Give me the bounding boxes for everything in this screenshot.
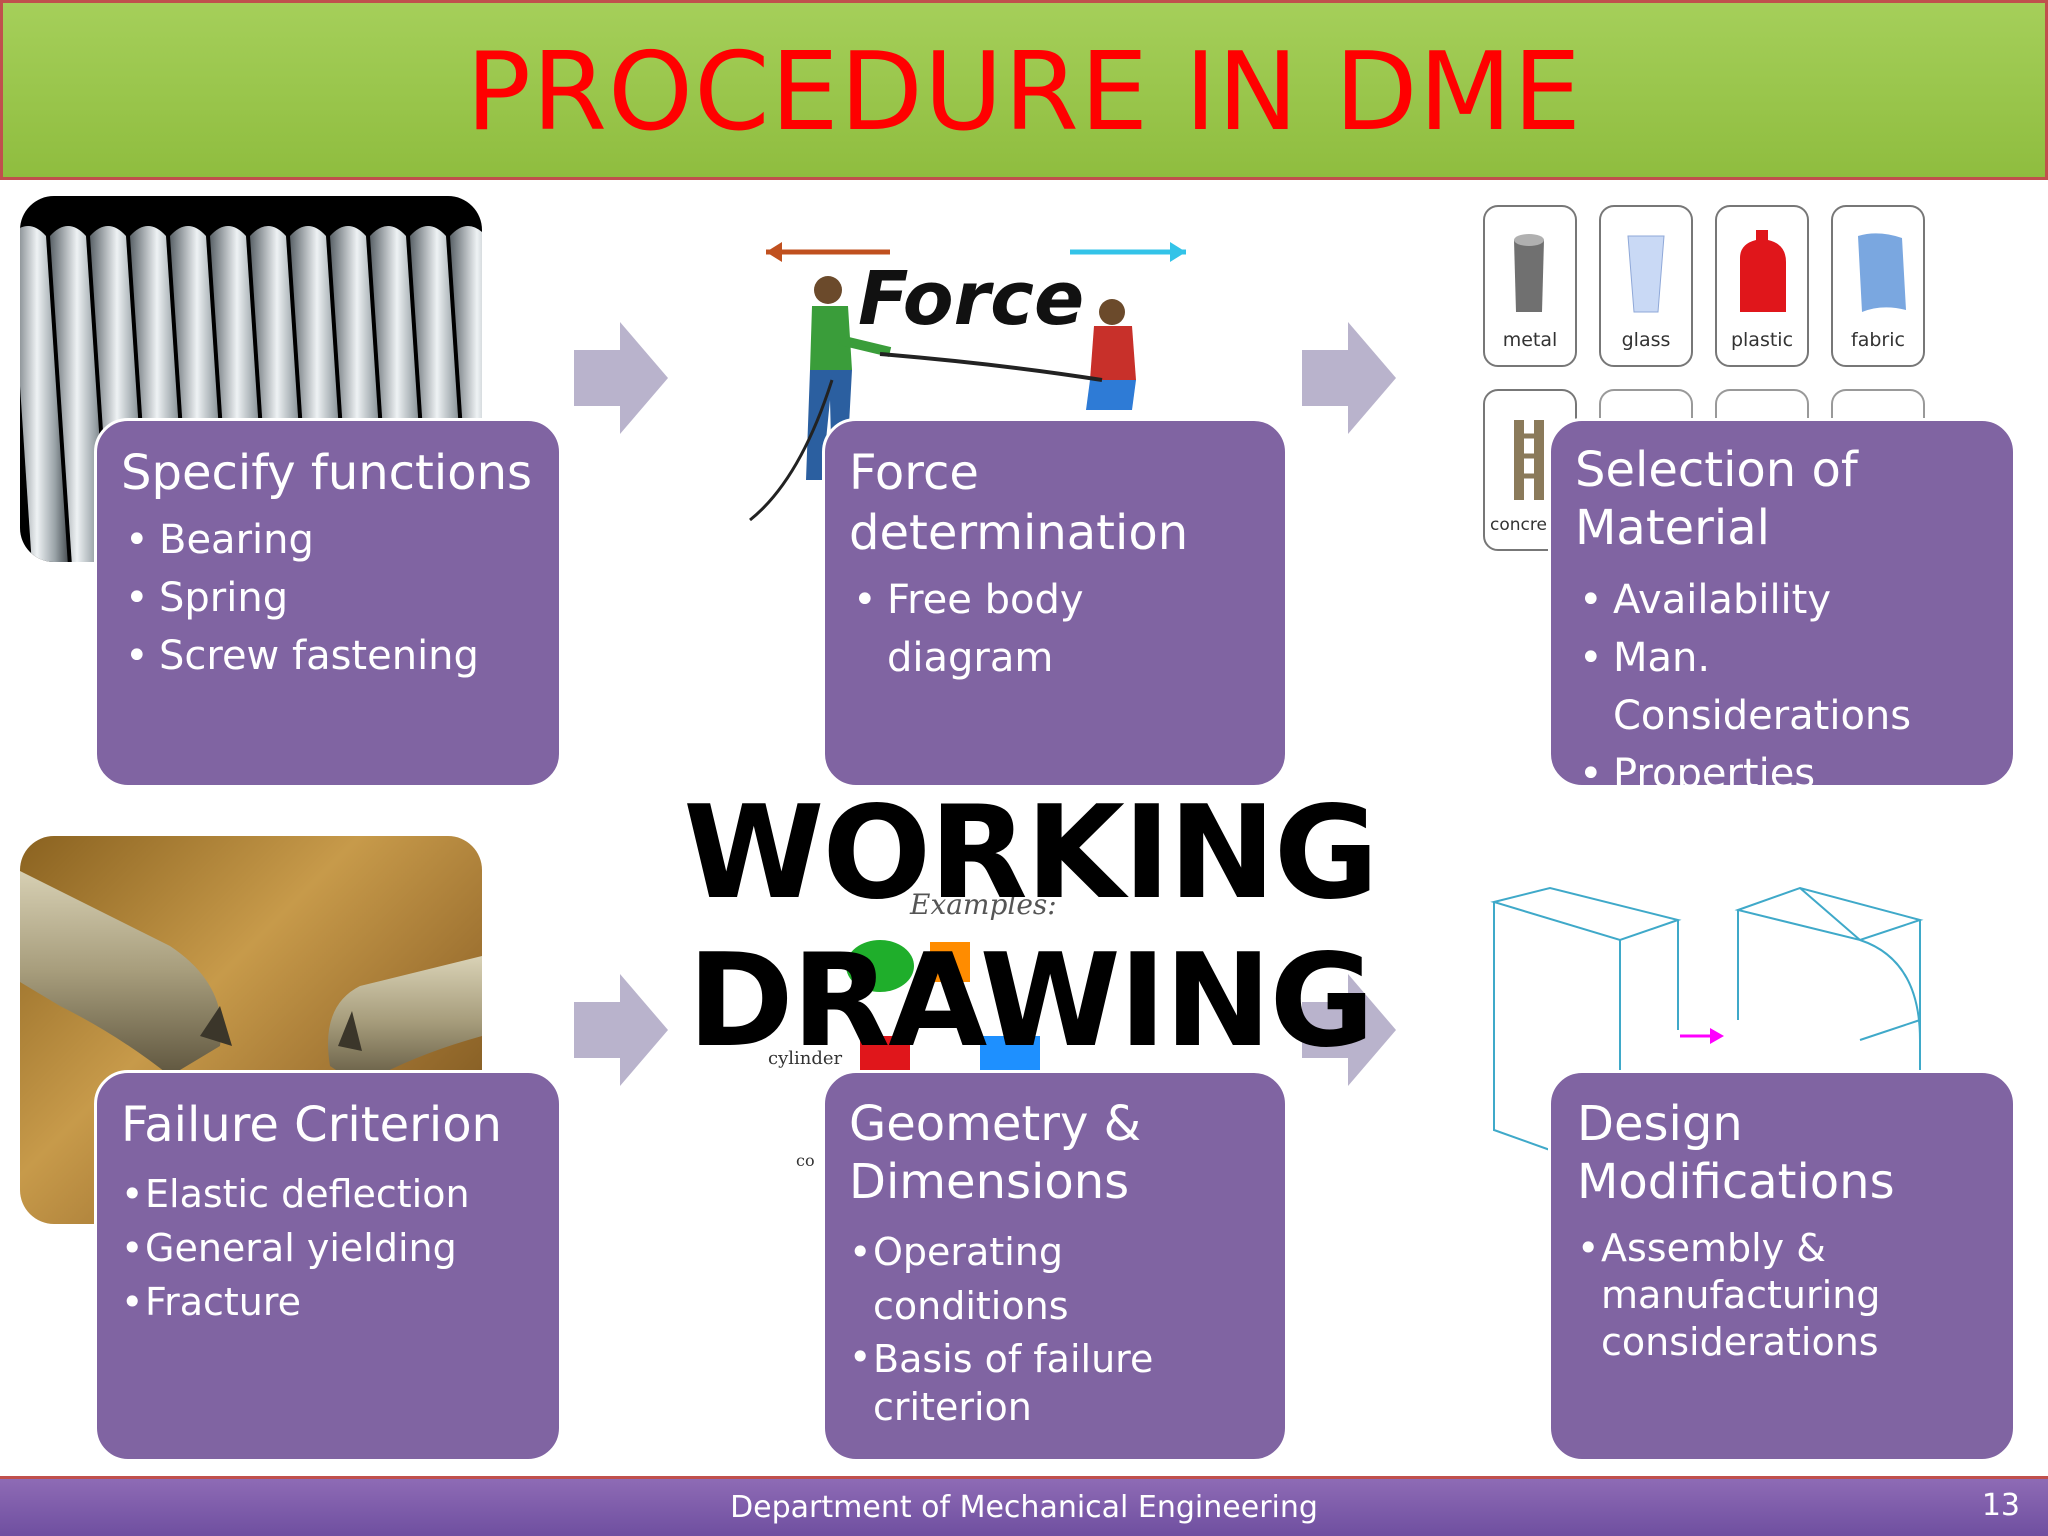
material-label-concrete: concre xyxy=(1490,515,1547,535)
overlay-line-1: WORKING xyxy=(683,779,1379,928)
step-card-selection-of-material: Selection of Material Availability Man. … xyxy=(1548,418,2016,803)
step-bullet: Elastic deflection xyxy=(121,1167,535,1221)
step-title: Selection of Material xyxy=(1575,442,1858,556)
design-modification-image xyxy=(1480,880,1940,1180)
step-card-specify-functions: Specify functions Bearing Spring Screw f… xyxy=(94,418,562,788)
footer-department: Department of Mechanical Engineering xyxy=(730,1490,1318,1525)
geometry-caption: Examples: xyxy=(909,888,1057,921)
material-label-plastic: plastic xyxy=(1731,329,1793,351)
step-card-force-determination: Force determination Free body diagram xyxy=(822,418,1288,788)
material-label-glass: glass xyxy=(1622,329,1671,351)
page-number: 13 xyxy=(1981,1488,2020,1523)
step-bullet: Fracture xyxy=(121,1275,535,1329)
geometry-label-cylinder: cylinder xyxy=(768,1048,843,1069)
step-bullet: Operating conditions xyxy=(849,1225,1261,1333)
material-label-fabric: fabric xyxy=(1851,329,1905,351)
overlay-line-2: DRAWING xyxy=(687,927,1374,1076)
step-bullet: General yielding xyxy=(121,1221,535,1275)
step-bullet: Man. Considerations xyxy=(1575,629,1989,745)
slide-title: PROCEDURE IN DME xyxy=(465,30,1583,155)
geometry-label-co: co xyxy=(796,1151,815,1170)
step-title: Design Modifications xyxy=(1577,1096,1895,1210)
step-bullet: Bearing xyxy=(121,511,535,569)
step-card-failure-criterion: Failure Criterion Elastic deflection Gen… xyxy=(94,1070,562,1462)
material-label-metal: metal xyxy=(1503,329,1558,351)
thread-ridge xyxy=(20,226,68,562)
step-bullet: Availability xyxy=(1575,571,1989,629)
step-bullet: Spring xyxy=(121,569,535,627)
arrow-right-icon xyxy=(1302,322,1396,434)
step-card-design-modifications: Design Modifications Assembly & manufact… xyxy=(1548,1070,2016,1462)
step-bullet: Assembly & manufacturing considerations xyxy=(1577,1225,1989,1366)
step-title: Specify functions xyxy=(121,445,532,501)
step-bullet: Screw fastening xyxy=(121,627,535,685)
step-title: Failure Criterion xyxy=(121,1097,502,1153)
step-bullet: Basis of failure criterion xyxy=(849,1333,1261,1431)
arrow-right-icon xyxy=(1302,974,1396,1086)
step-bullet: Free body diagram xyxy=(849,571,1261,687)
geometry-examples-image: Examples: cylinder co xyxy=(750,836,1200,1196)
arrow-right-icon xyxy=(574,322,668,434)
arrow-right-icon xyxy=(574,974,668,1086)
footer-bar xyxy=(0,1476,2048,1536)
force-image: Force xyxy=(740,230,1200,530)
thread-ridge xyxy=(50,226,108,562)
working-drawing-overlay: WORKING DRAWING xyxy=(660,780,1400,1076)
step-title: Force determination xyxy=(849,445,1189,561)
step-card-geometry-dimensions: Geometry & Dimensions Operating conditio… xyxy=(822,1070,1288,1462)
step-title: Geometry & Dimensions xyxy=(849,1096,1142,1210)
step-bullet: Properties xyxy=(1575,745,1989,803)
title-bar xyxy=(0,0,2048,180)
force-label: Force xyxy=(858,256,1084,342)
